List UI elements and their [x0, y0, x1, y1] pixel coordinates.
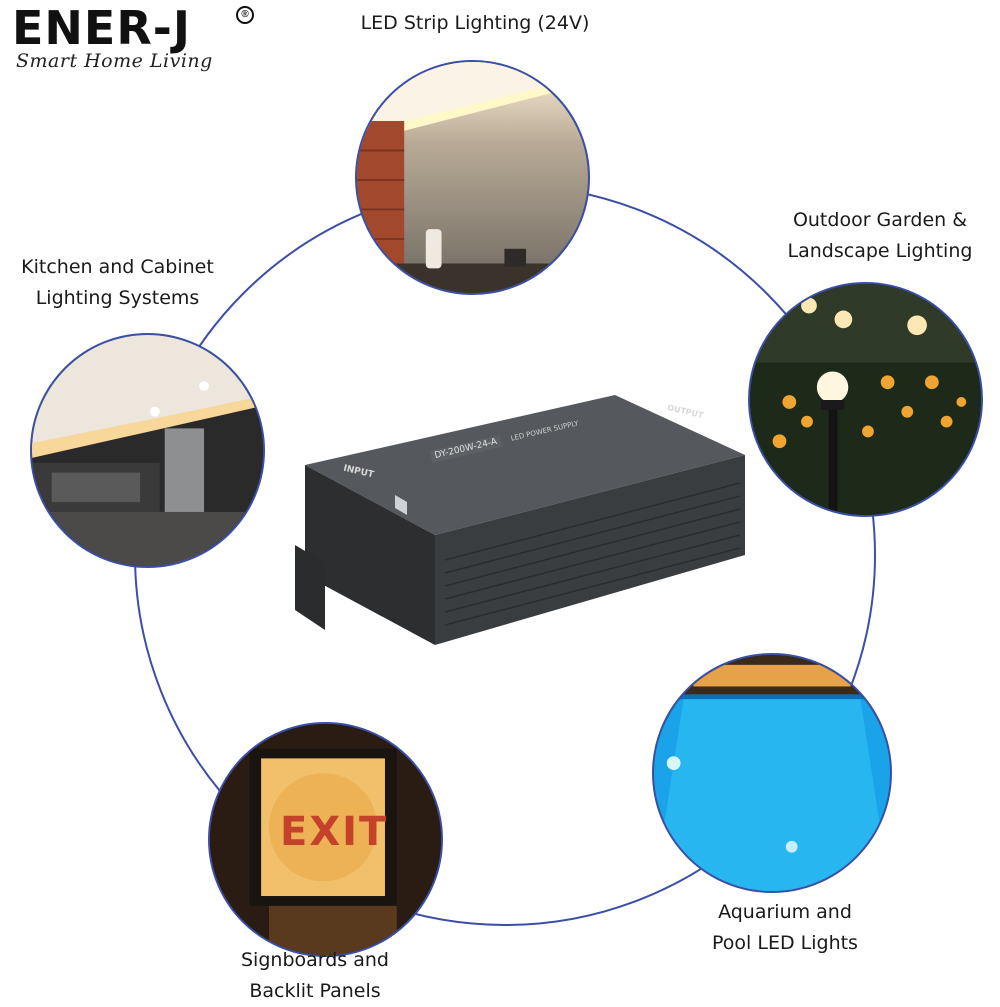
brand-tagline: Smart Home Living [16, 50, 213, 72]
brand-name: ENER-J [12, 1, 191, 55]
caption-garden: Outdoor Garden & Landscape Lighting [775, 205, 985, 267]
photo-strip-lighting [355, 60, 590, 295]
caption-pool: Aquarium and Pool LED Lights [690, 897, 880, 959]
photo-garden-lighting [748, 282, 983, 517]
caption-kitchen-line-2: Lighting Systems [35, 287, 200, 309]
caption-pool-line-1: Aquarium and [718, 901, 852, 923]
registered-mark: ® [236, 6, 254, 24]
caption-strip-line-1: LED Strip Lighting (24V) [360, 12, 590, 34]
caption-signboard-line-2: Backlit Panels [249, 980, 381, 1002]
caption-signboard-line-1: Signboards and [241, 949, 389, 971]
caption-signboard: Signboards and Backlit Panels [220, 945, 410, 1007]
caption-garden-line-2: Landscape Lighting [787, 240, 973, 262]
caption-kitchen: Kitchen and Cabinet Lighting Systems [10, 252, 225, 314]
photo-signboard: EXIT [208, 722, 443, 957]
caption-strip: LED Strip Lighting (24V) [340, 8, 610, 39]
caption-garden-line-1: Outdoor Garden & [792, 209, 968, 231]
brand-logo: ENER-J ® Smart Home Living [12, 1, 254, 82]
exit-sign-text: EXIT [280, 809, 389, 855]
caption-kitchen-line-1: Kitchen and Cabinet [21, 256, 214, 278]
caption-pool-line-2: Pool LED Lights [712, 932, 858, 954]
photo-pool [652, 653, 892, 893]
photo-kitchen-lighting [30, 333, 265, 568]
power-supply-unit: INPUT OUTPUT DY-200W-24-A LED POWER SUPP… [295, 395, 745, 650]
